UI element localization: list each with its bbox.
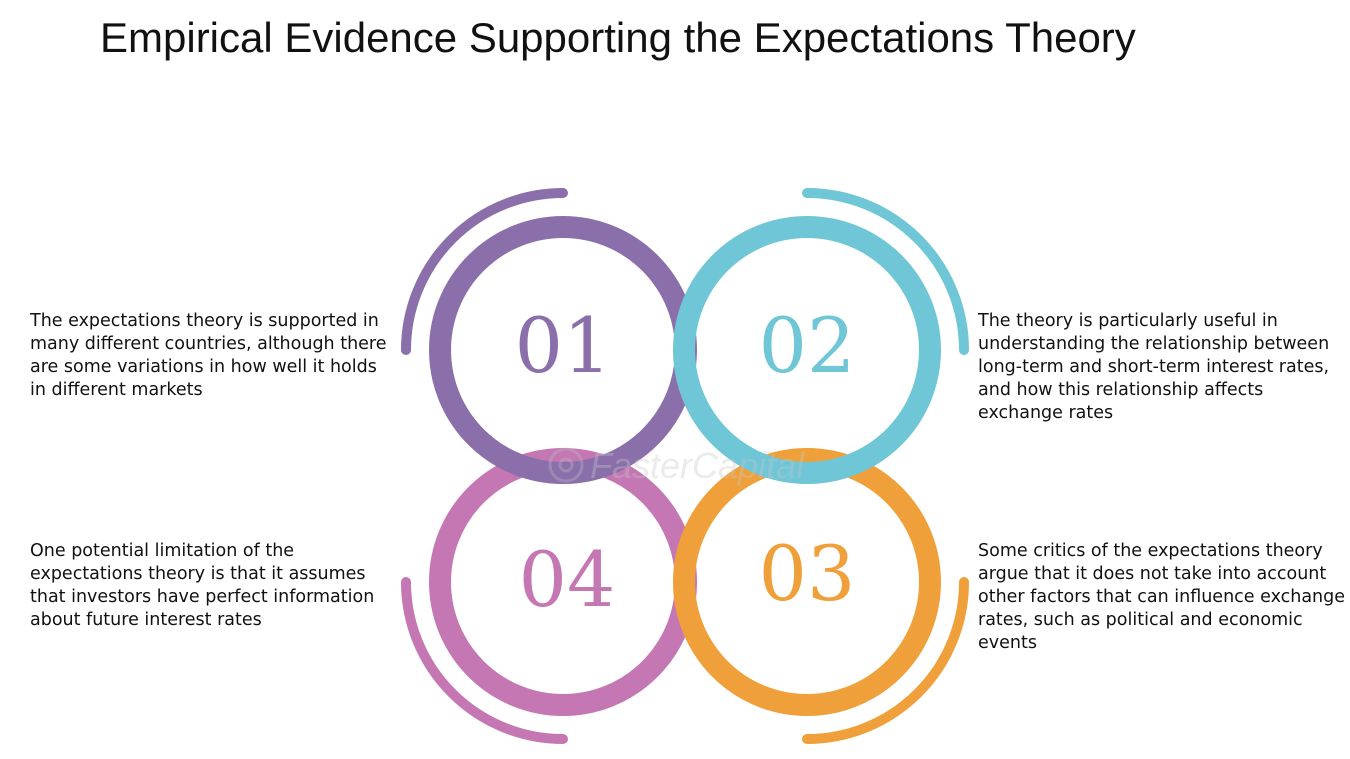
watermark-text: FasterCapital xyxy=(590,445,805,486)
step-01-number: 01 xyxy=(515,301,612,390)
step-04-description: One potential limitation of the expectat… xyxy=(30,541,375,630)
step-01-description: The expectations theory is supported in … xyxy=(30,311,387,400)
gear-icon xyxy=(548,447,584,483)
page-title: Empirical Evidence Supporting the Expect… xyxy=(100,14,1136,61)
step-03-number: 03 xyxy=(759,529,856,618)
step-03-description: Some critics of the expectations theory … xyxy=(978,541,1346,653)
step-02-number: 02 xyxy=(759,301,856,390)
step-03-circle: 03 xyxy=(673,448,969,744)
step-01-circle: 01 xyxy=(401,188,697,484)
step-04-number: 04 xyxy=(519,535,616,624)
step-02-description: The theory is particularly useful in und… xyxy=(978,311,1330,423)
watermark: FasterCapital xyxy=(548,445,805,486)
step-04-circle: 04 xyxy=(401,448,697,744)
step-02-circle: 02 xyxy=(673,188,969,484)
